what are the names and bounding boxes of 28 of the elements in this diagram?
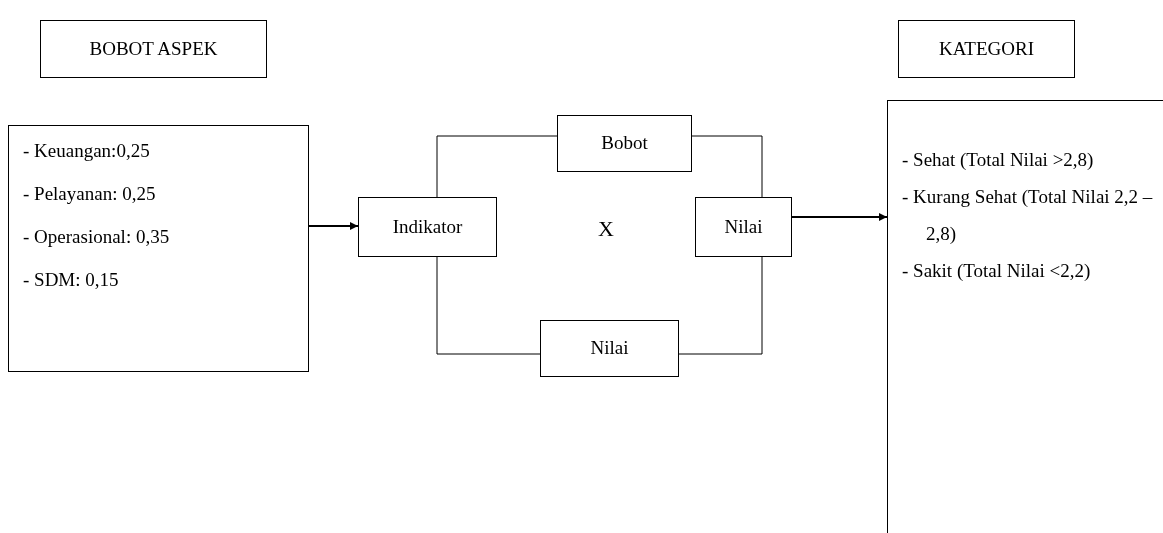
process-box: [540, 320, 679, 377]
node-label: BOBOT ASPEK: [89, 36, 218, 61]
list-item: - Sakit (Total Nilai <2,2): [902, 259, 1092, 283]
list-item: - Operasional: 0,35: [23, 225, 171, 249]
list-item: - Sehat (Total Nilai >2,8): [902, 148, 1095, 172]
list-item: - Kurang Sehat (Total Nilai 2,2 – 2,8): [902, 185, 1154, 246]
process-box: [358, 197, 497, 257]
process-box: [695, 197, 792, 257]
list-item: - Pelayanan: 0,25: [23, 182, 157, 206]
node-label: Nilai: [590, 336, 629, 361]
multiply-sign: X: [598, 215, 614, 243]
connector-line: [436, 135, 558, 198]
arrow: [308, 222, 359, 230]
node-label: Bobot: [601, 131, 648, 156]
connector-line: [678, 256, 763, 355]
list-box: [8, 125, 309, 372]
list-item: - Keuangan:0,25: [23, 139, 151, 163]
heading-box: [898, 20, 1075, 78]
node-label: Nilai: [724, 214, 763, 239]
node-label: KATEGORI: [939, 36, 1034, 61]
connector-line: [436, 256, 541, 355]
heading-box: [40, 20, 267, 78]
process-box: [557, 115, 692, 172]
node-label: Indikator: [392, 214, 463, 239]
connector-line: [691, 135, 763, 198]
list-box: [887, 100, 1163, 533]
list-item: - SDM: 0,15: [23, 268, 120, 292]
arrow: [791, 213, 888, 221]
